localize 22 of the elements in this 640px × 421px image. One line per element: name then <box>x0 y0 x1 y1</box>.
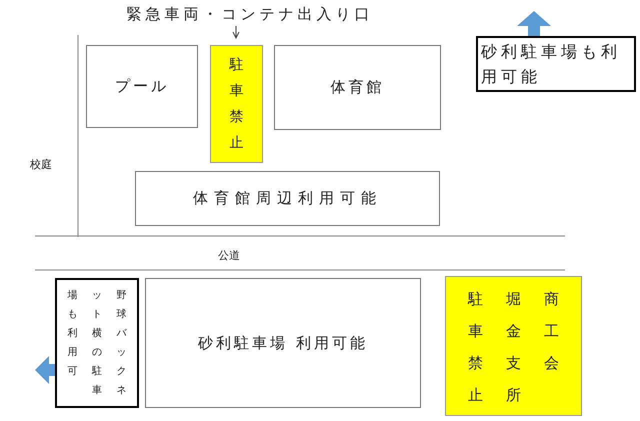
area-label: 堀金支所 <box>505 289 522 406</box>
area-label: 砂利駐車場も利用可能 <box>481 41 622 88</box>
area-box <box>274 45 441 130</box>
area-box <box>86 45 198 128</box>
entrance-label: 緊急車両・コンテナ出入り口 <box>126 4 374 24</box>
area-box <box>135 171 440 226</box>
area-label: 体育館周辺利用可能 <box>193 189 382 208</box>
area-label: 駐車禁止 <box>228 56 244 153</box>
area-label: 野球バックネット横の駐車場も利用可 <box>66 289 128 398</box>
area-label: 体育館 <box>330 78 384 97</box>
parking-note-box <box>55 278 139 408</box>
no-parking-box <box>445 276 582 416</box>
area-label: プール <box>115 77 169 96</box>
parking-note-box <box>476 36 636 92</box>
area-name: 校庭 <box>30 157 52 172</box>
arrow <box>232 26 240 38</box>
no-parking-box <box>210 45 263 163</box>
area-label: 砂利駐車場 利用可能 <box>198 334 368 352</box>
area-name: 公道 <box>218 248 240 263</box>
area-label: 駐車禁止 <box>466 289 484 406</box>
area-label: 商工会 <box>543 289 560 374</box>
area-box <box>145 278 421 408</box>
